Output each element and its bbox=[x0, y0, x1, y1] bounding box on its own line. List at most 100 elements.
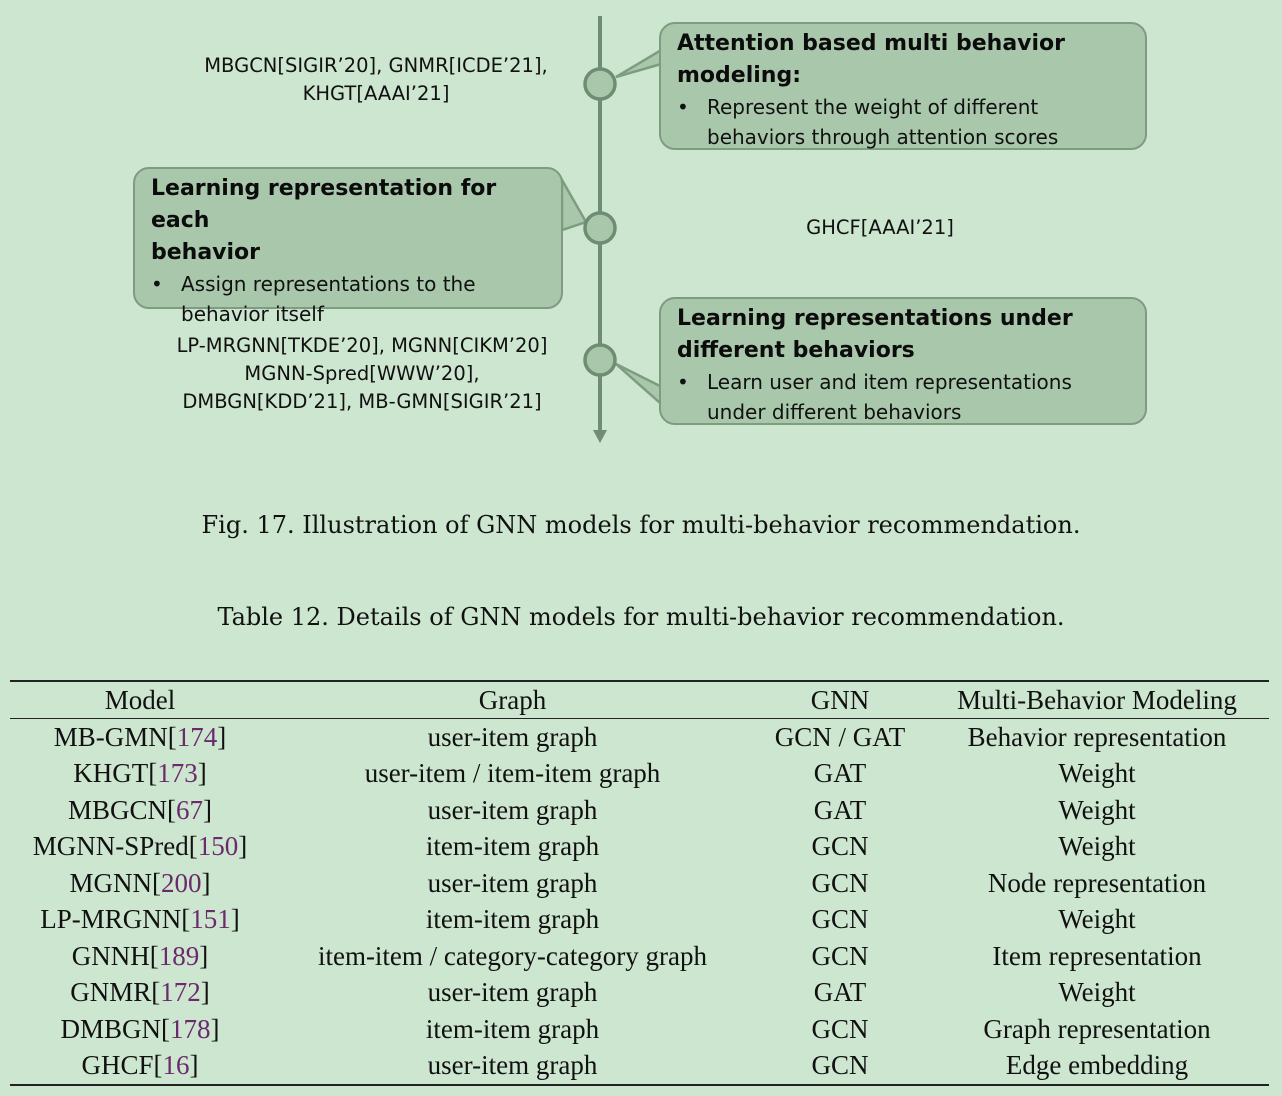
graph-cell: user-item graph bbox=[270, 1047, 755, 1086]
modeling-cell: Graph representation bbox=[983, 1013, 1211, 1044]
gnn-cell: GCN bbox=[811, 940, 869, 971]
table-caption: Table 12. Details of GNN models for mult… bbox=[217, 603, 1065, 631]
graph-cell: user-item graph bbox=[427, 721, 598, 752]
table-row: MGNN-SPred[150] item-item graph GCN Weight bbox=[10, 829, 1269, 866]
gnn-cell: GCN bbox=[755, 1047, 925, 1086]
graph-cell: user-item / item-item graph bbox=[364, 758, 661, 789]
modeling-cell: Edge embedding bbox=[925, 1047, 1269, 1086]
graph-cell: user-item graph bbox=[427, 794, 598, 825]
callout-title: Learning representations under different… bbox=[677, 306, 1073, 363]
table-row: MGNN[200] user-item graph GCN Node represen… bbox=[10, 865, 1269, 902]
callout-title: Attention based multi behavior modeling: bbox=[677, 31, 1066, 88]
modeling-cell: Weight bbox=[1058, 758, 1136, 789]
multi-behavior-figure: MBGCN[SIGIR’20], GNMR[ICDE’21], KHGT[AAA… bbox=[0, 0, 1282, 460]
column-header: Model bbox=[10, 680, 270, 719]
citation-link[interactable]: 16 bbox=[162, 1050, 190, 1081]
modeling-cell: Weight bbox=[1058, 831, 1136, 862]
model-cell: DMBGN[178] bbox=[60, 1013, 220, 1044]
callout-bullet: • Represent the weight of different beha… bbox=[677, 92, 1131, 152]
model-cell: GNNH[189] bbox=[71, 940, 209, 971]
table-row: KHGT[173] user-item / item-item graph GAT W… bbox=[10, 756, 1269, 793]
citation-link[interactable]: 200 bbox=[161, 867, 202, 898]
figure-caption: Fig. 17. Illustration of GNN models for … bbox=[201, 511, 1081, 539]
table-row: MB-GMN[174] user-item graph GCN / GAT Behav… bbox=[10, 719, 1269, 756]
citation-link[interactable]: 172 bbox=[160, 977, 201, 1008]
callout-bullet: • Learn user and item representations un… bbox=[677, 367, 1131, 427]
column-header: Multi-Behavior Modeling bbox=[925, 680, 1269, 719]
graph-cell: item-item graph bbox=[425, 1013, 600, 1044]
model-cell: KHGT[173] bbox=[73, 758, 207, 789]
reference-line: GHCF[AAAI’21] bbox=[806, 216, 954, 239]
model-name: GNMR bbox=[70, 977, 152, 1008]
node-2-references: GHCF[AAAI’21] bbox=[760, 214, 1000, 242]
citation-link[interactable]: 189 bbox=[158, 940, 200, 971]
model-name: MGNN-SPred bbox=[32, 831, 189, 862]
model-cell: GHCF[16] bbox=[10, 1047, 270, 1086]
model-cell: MGNN[200] bbox=[69, 867, 211, 898]
reference-line: MGNN-Spred[WWW’20], bbox=[244, 362, 480, 385]
details-table: Model Graph GNN Multi-Behavior Modeling … bbox=[10, 680, 1269, 1086]
graph-cell: item-item graph bbox=[425, 904, 600, 935]
citation-link[interactable]: 174 bbox=[176, 721, 218, 752]
column-header: Graph bbox=[270, 680, 755, 719]
graph-cell: item-item graph bbox=[425, 831, 600, 862]
graph-cell: user-item graph bbox=[427, 867, 598, 898]
reference-line: DMBGN[KDD’21], MB-GMN[SIGIR’21] bbox=[182, 390, 542, 413]
table-row: GNNH[189] item-item / category-category g… bbox=[10, 938, 1269, 975]
model-cell: MGNN-SPred[150] bbox=[32, 831, 248, 862]
model-cell: MBGCN[67] bbox=[67, 794, 213, 825]
bullet-icon: • bbox=[677, 95, 689, 119]
callout-box-under-behaviors: Learning representations under different… bbox=[659, 297, 1147, 425]
table-header-row: Model Graph GNN Multi-Behavior Modeling bbox=[10, 680, 1269, 719]
bullet-icon: • bbox=[151, 272, 163, 296]
callout-title: Learning representation for each behavio… bbox=[151, 176, 497, 265]
column-header: GNN bbox=[755, 680, 925, 719]
model-name: DMBGN bbox=[60, 1013, 161, 1044]
modeling-cell: Item representation bbox=[992, 940, 1202, 971]
citation-link[interactable]: 173 bbox=[157, 758, 198, 789]
bullet-icon: • bbox=[677, 370, 689, 394]
timeline-arrow-head bbox=[593, 430, 607, 443]
gnn-cell: GCN bbox=[811, 1013, 869, 1044]
citation-link[interactable]: 151 bbox=[190, 904, 231, 935]
citation-link[interactable]: 178 bbox=[170, 1013, 211, 1044]
model-name: MB-GMN bbox=[53, 721, 168, 752]
model-cell: LP-MRGNN[151] bbox=[40, 904, 240, 935]
citation-link[interactable]: 150 bbox=[197, 831, 239, 862]
graph-cell: item-item / category-category graph bbox=[317, 940, 708, 971]
timeline-node-1 bbox=[583, 67, 617, 101]
modeling-cell: Weight bbox=[1058, 977, 1136, 1008]
model-name: GHCF bbox=[81, 1050, 154, 1081]
callout-bullet: • Assign representations to the behavior… bbox=[151, 269, 547, 329]
model-cell: MB-GMN[174] bbox=[53, 721, 227, 752]
gnn-cell: GCN bbox=[811, 904, 869, 935]
gnn-cell: GCN bbox=[811, 831, 869, 862]
table-row: DMBGN[178] item-item graph GCN Graph repres… bbox=[10, 1011, 1269, 1048]
timeline-graphic bbox=[560, 16, 670, 443]
modeling-cell: Weight bbox=[1058, 794, 1136, 825]
citation-link[interactable]: 67 bbox=[176, 794, 204, 825]
gnn-cell: GAT bbox=[813, 758, 867, 789]
reference-line: KHGT[AAAI’21] bbox=[302, 82, 450, 105]
timeline-node-2 bbox=[583, 211, 617, 245]
model-name: LP-MRGNN bbox=[40, 904, 182, 935]
callout-box-each-behavior: Learning representation for each behavio… bbox=[133, 167, 563, 326]
table-body: MB-GMN[174] user-item graph GCN / GAT Behav… bbox=[10, 719, 1269, 1086]
gnn-cell: GAT bbox=[813, 977, 867, 1008]
modeling-cell: Node representation bbox=[987, 867, 1207, 898]
modeling-cell: Behavior representation bbox=[967, 721, 1227, 752]
gnn-cell: GCN bbox=[811, 867, 869, 898]
timeline-node-3 bbox=[583, 343, 617, 377]
graph-cell: user-item graph bbox=[427, 977, 598, 1008]
node-1-references: MBGCN[SIGIR’20], GNMR[ICDE’21], KHGT[AAA… bbox=[176, 52, 576, 108]
model-name: MBGCN bbox=[67, 794, 168, 825]
model-name: KHGT bbox=[73, 758, 149, 789]
callout-pointer-2 bbox=[560, 175, 588, 232]
gnn-cell: GCN / GAT bbox=[774, 721, 906, 752]
model-name: MGNN bbox=[69, 867, 152, 898]
model-name: GNNH bbox=[71, 940, 150, 971]
